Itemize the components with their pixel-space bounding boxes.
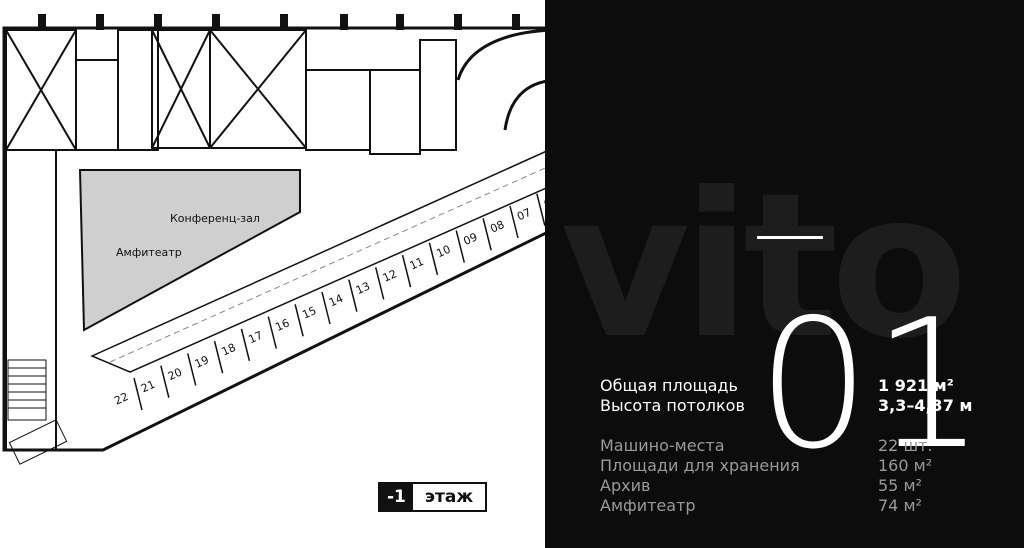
stat-row: Площади для хранения 160 м² <box>600 456 1000 476</box>
stat-label: Амфитеатр <box>600 496 696 515</box>
floor-number: -1 <box>380 484 413 510</box>
parking-spot-label: 08 <box>488 218 506 236</box>
section-dash <box>757 235 823 239</box>
parking-spot-label: 12 <box>381 267 399 285</box>
parking-spot-label: 19 <box>193 353 211 371</box>
parking-spot-divider <box>186 353 197 386</box>
parking-spot-divider <box>133 377 143 411</box>
stats-secondary: Машино-места 22 шт. Площади для хранения 16… <box>600 436 1000 516</box>
parking-spot-divider <box>401 254 412 288</box>
parking-spot-divider <box>348 279 358 312</box>
section-number: 01 <box>757 118 1024 474</box>
parking-spot-label: 22 <box>112 390 130 408</box>
floor-word: этаж <box>412 484 486 510</box>
stat-label: Общая площадь <box>600 376 738 395</box>
parking-spot-label: 17 <box>247 329 265 347</box>
parking-spot-divider <box>267 316 278 349</box>
parking-spot-label: 18 <box>220 341 238 359</box>
parking-spot-divider <box>482 218 492 251</box>
parking-spot-label: 10 <box>435 243 453 261</box>
parking-spot-label: 14 <box>327 292 345 310</box>
stat-row: Высота потолков 3,3–4,37 м <box>600 396 1000 416</box>
stat-label: Площади для хранения <box>600 456 800 475</box>
parking-spot-label: 20 <box>166 366 184 384</box>
info-panel <box>545 0 1024 548</box>
parking-spot-divider <box>374 267 385 300</box>
left-rooms <box>5 29 457 451</box>
stat-row: Общая площадь 1 921 м² <box>600 376 1000 396</box>
floor-badge: -1 этаж <box>378 482 488 512</box>
stats-primary: Общая площадь 1 921 м² Высота потолков 3,3–… <box>600 376 1000 416</box>
stat-value: 55 м² <box>878 476 922 495</box>
parking-spot-label: 13 <box>354 280 372 298</box>
parking-spot-divider <box>294 304 304 337</box>
parking-spot-label: 07 <box>515 206 533 224</box>
parking-spot-divider <box>509 205 519 239</box>
stat-value: 160 м² <box>878 456 933 475</box>
stat-row: Машино-места 22 шт. <box>600 436 1000 456</box>
conference-label: Конференц-зал <box>170 212 260 225</box>
parking-spot-label: 16 <box>273 316 291 334</box>
parking-spot-divider <box>321 291 331 325</box>
storage-shelves <box>7 359 68 465</box>
parking-spot-divider <box>213 340 224 374</box>
parking-spot-label: 15 <box>300 304 318 322</box>
parking-spot-label: 21 <box>139 378 157 396</box>
parking-spot-divider <box>536 193 546 226</box>
amphitheater-label: Амфитеатр <box>116 246 182 259</box>
section-number-text: 01 <box>757 281 988 488</box>
stat-row: Амфитеатр 74 м² <box>600 496 1000 516</box>
watermark: vito <box>560 150 968 383</box>
stat-value: 1 921 м² <box>878 376 954 395</box>
stat-value: 3,3–4,37 м <box>878 396 973 415</box>
parking-spot-label: 09 <box>461 230 479 248</box>
stat-row: Архив 55 м² <box>600 476 1000 496</box>
stat-value: 74 м² <box>878 496 922 515</box>
parking-spot-divider <box>160 365 170 398</box>
stat-value: 22 шт. <box>878 436 933 455</box>
stat-label: Машино-места <box>600 436 725 455</box>
top-wall-ticks <box>38 14 520 30</box>
conference-area <box>78 169 301 332</box>
parking-spot-divider <box>240 328 251 362</box>
parking-spot-divider <box>428 242 439 276</box>
parking-spot-divider <box>455 230 466 263</box>
stat-label: Высота потолков <box>600 396 745 415</box>
parking-spot-label: 11 <box>408 255 426 273</box>
stat-label: Архив <box>600 476 651 495</box>
